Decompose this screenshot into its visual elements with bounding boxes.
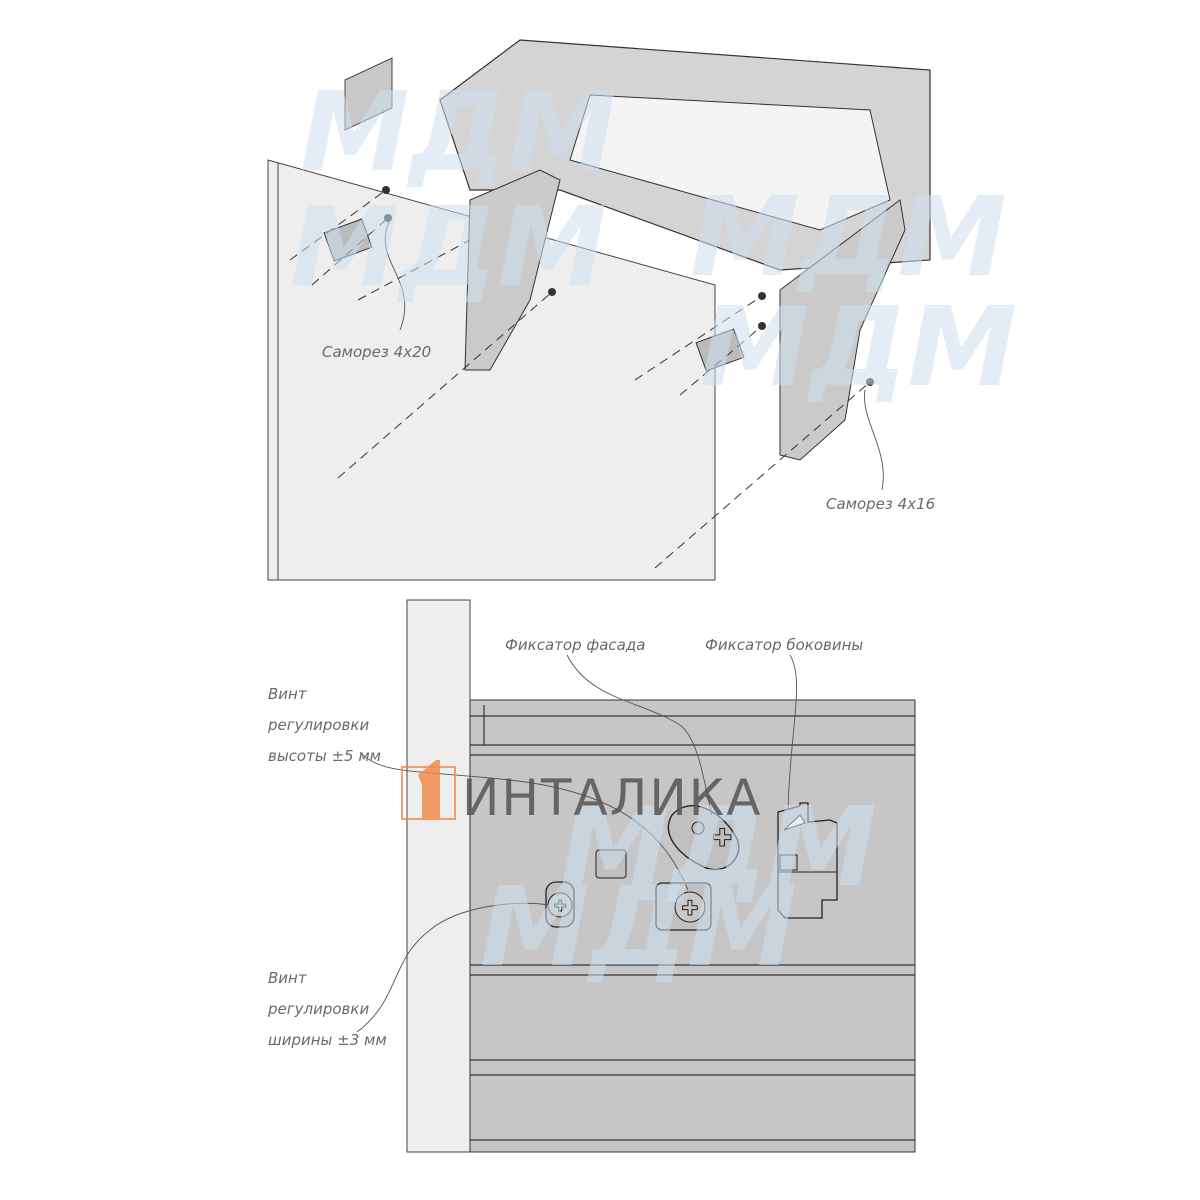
intalika-logo: ИНТАЛИКА <box>401 760 762 827</box>
logo-mark <box>418 760 440 818</box>
label-screw-4x16: Саморез 4х16 <box>826 495 935 513</box>
label-screw-4x20: Саморез 4х20 <box>322 343 431 361</box>
left-bracket <box>464 169 561 371</box>
label-height-screw-line2: регулировки <box>267 716 369 734</box>
right-bracket <box>779 199 906 461</box>
top-assembly-view: Саморез 4х20 Саморез 4х16 <box>267 39 935 581</box>
leader-side-lock <box>787 654 798 811</box>
label-width-screw-line2: регулировки <box>267 1000 369 1018</box>
leader-screw-4x20 <box>384 219 406 331</box>
watermark-text: МДМ <box>690 173 1007 301</box>
side-lock <box>777 802 838 919</box>
screw-icon <box>866 378 874 386</box>
facade-panel <box>267 159 716 581</box>
side-panel <box>406 599 471 1153</box>
leader-height-screw <box>359 751 689 891</box>
height-adjust-screw[interactable]: ✚ <box>655 882 712 931</box>
watermark-text: МДМ <box>560 783 877 911</box>
watermark-text: МДМ <box>300 68 617 196</box>
watermark-text: МДМ <box>480 863 797 991</box>
leader-screw-4x16 <box>864 389 884 491</box>
watermark-text: МДМ <box>290 183 607 311</box>
drawer-frame-opening <box>569 94 891 231</box>
screw-icon <box>382 186 390 194</box>
leader-width-screw <box>356 902 549 1033</box>
sticker <box>344 57 393 131</box>
right-fixture-plate <box>695 328 745 372</box>
watermarks: МДМ МДМ МДМ МДМ МДМ МДМ <box>290 68 1017 991</box>
label-height-screw-line3: высоты ±5 мм <box>268 747 381 765</box>
logo-text: ИНТАЛИКА <box>462 769 762 827</box>
facade-lock: ✚ <box>667 805 740 871</box>
cross-screw-icon: ✚ <box>682 896 699 920</box>
label-height-screw-line1: Винт <box>268 685 308 703</box>
label-width-screw-line1: Винт <box>268 969 308 987</box>
bottom-detail-view: ✚ ✚ ✚ Фиксатор фасада Фиксатор боковины <box>267 599 916 1153</box>
cross-screw-icon: ✚ <box>554 897 567 915</box>
width-adjust-screw[interactable]: ✚ <box>545 881 575 928</box>
square-hole <box>595 849 627 879</box>
label-facade-lock: Фиксатор фасада <box>505 636 645 654</box>
drawer-profile-lines <box>470 705 915 1141</box>
assembly-lines <box>289 189 871 569</box>
screw-icon <box>548 288 556 296</box>
left-fixture-plate <box>323 218 373 262</box>
leader-facade-lock <box>566 654 713 816</box>
cross-screw-icon: ✚ <box>712 824 732 852</box>
label-width-screw-line3: ширины ±3 мм <box>268 1031 387 1049</box>
label-side-lock: Фиксатор боковины <box>705 636 863 654</box>
watermark-text: МДМ <box>700 283 1017 411</box>
